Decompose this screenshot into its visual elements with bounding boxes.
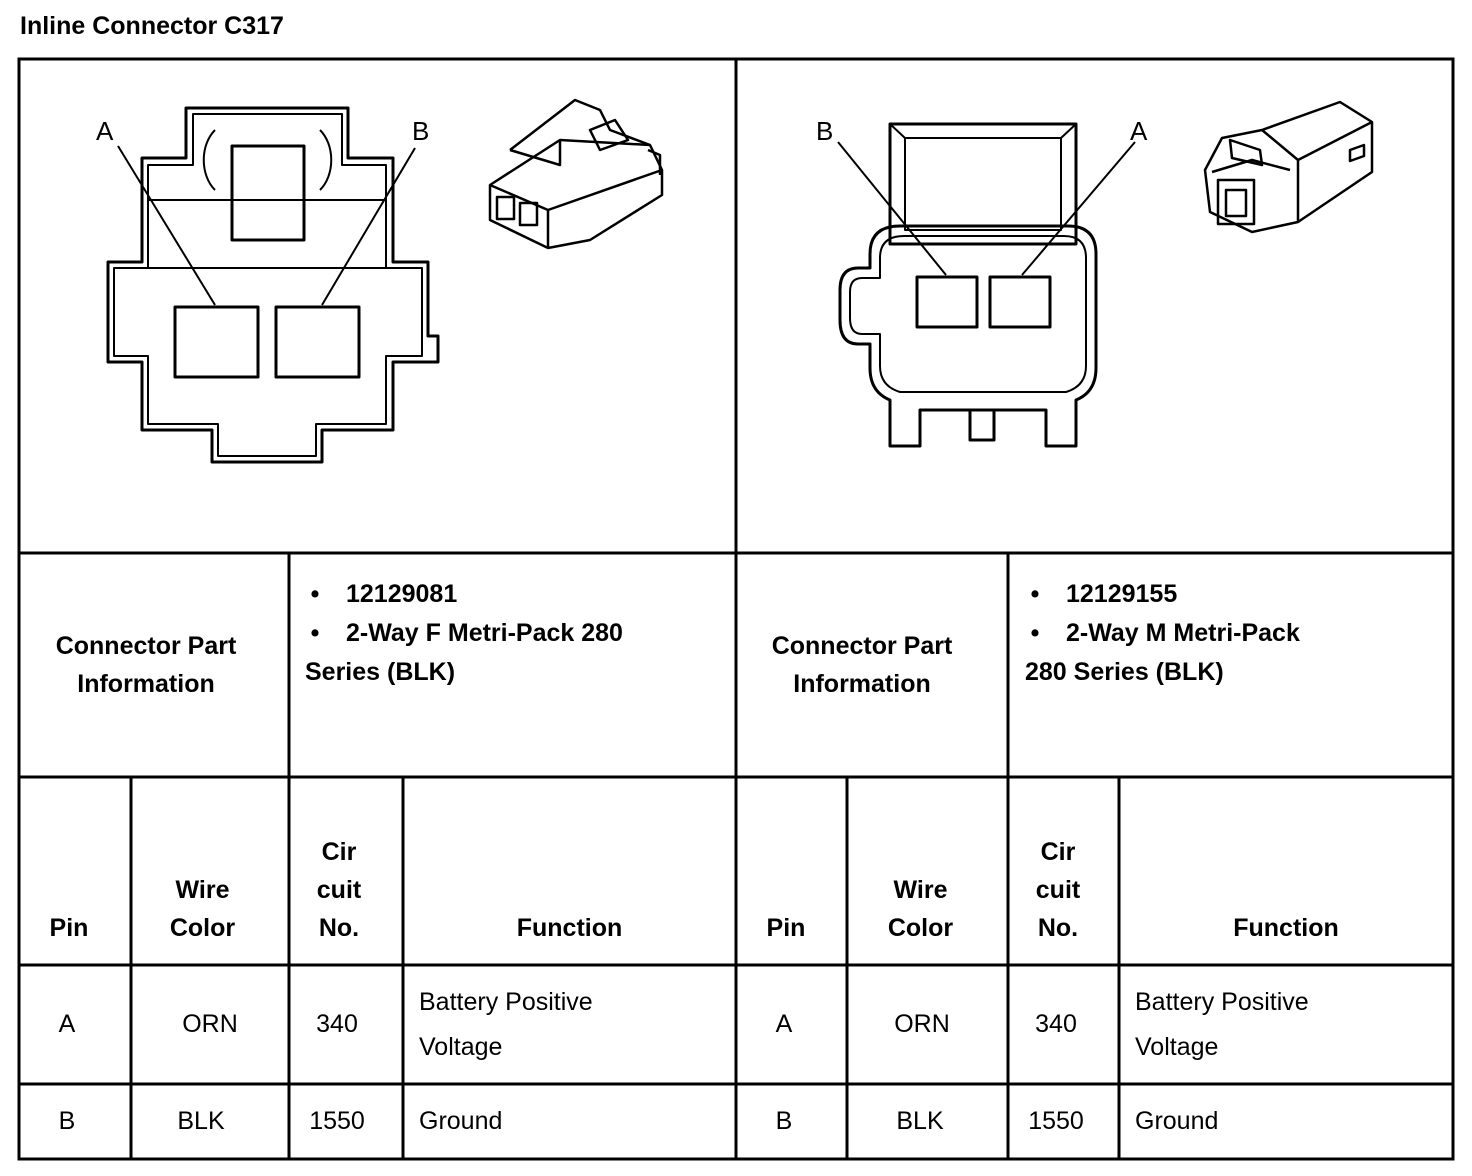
column-header-circuit-no: Cir cuit No. xyxy=(1035,838,1081,942)
column-header-wire-color: Wire Color xyxy=(169,876,236,942)
cell-function: Ground xyxy=(419,1107,503,1135)
part-number: 12129081 xyxy=(346,580,458,608)
cell-function: Battery Positive Voltage xyxy=(1135,987,1309,1061)
pin-label-left: B xyxy=(816,116,833,146)
cell-pin: A xyxy=(775,1010,793,1038)
pin-label-right: B xyxy=(412,116,429,146)
cell-pin: A xyxy=(58,1010,76,1038)
part-info-details: • 12129155 • 2-Way M Metri-Pack 280 Series… xyxy=(1015,565,1445,765)
cell-pin: B xyxy=(775,1107,793,1135)
pin-label-right: A xyxy=(1130,116,1148,146)
cell-wire-color: BLK xyxy=(177,1107,225,1135)
cell-wire-color: ORN xyxy=(894,1010,950,1038)
cell-wire-color: ORN xyxy=(182,1010,238,1038)
cell-function: Ground xyxy=(1135,1107,1219,1135)
page-title: Inline Connector C317 xyxy=(20,12,284,40)
cell-function: Battery Positive Voltage xyxy=(419,987,593,1061)
cell-circuit-no: 1550 xyxy=(309,1107,365,1135)
part-description-cont: 280 Series (BLK) xyxy=(1025,658,1224,686)
part-description-cont: Series (BLK) xyxy=(305,658,456,686)
part-info-details: • 12129081 • 2-Way F Metri-Pack 280 Series… xyxy=(295,565,725,765)
cell-circuit-no: 340 xyxy=(316,1010,358,1038)
bullet: • xyxy=(310,580,320,608)
part-description: 2-Way F Metri-Pack 280 xyxy=(346,619,623,647)
bullet: • xyxy=(1030,580,1040,608)
connector-isometric-male xyxy=(1203,100,1374,234)
cell-pin: B xyxy=(58,1107,76,1135)
pin-label-left: A xyxy=(96,116,114,146)
part-number: 12129155 xyxy=(1066,580,1178,608)
connector-isometric-female xyxy=(488,98,664,250)
column-header-pin: Pin xyxy=(766,914,806,942)
connector-face-drawing-male: B A xyxy=(816,116,1148,448)
part-info-header: Connector Part Information xyxy=(55,632,237,698)
column-header-function: Function xyxy=(516,914,623,942)
column-header-wire-color: Wire Color xyxy=(887,876,954,942)
cell-circuit-no: 1550 xyxy=(1028,1107,1084,1135)
column-header-pin: Pin xyxy=(49,914,89,942)
connector-face-drawing-female: A B xyxy=(96,106,440,464)
cell-circuit-no: 340 xyxy=(1035,1010,1077,1038)
part-info-header: Connector Part Information xyxy=(771,632,953,698)
column-header-function: Function xyxy=(1233,914,1339,942)
cell-wire-color: BLK xyxy=(896,1107,944,1135)
part-description: 2-Way M Metri-Pack xyxy=(1066,619,1300,647)
bullet: • xyxy=(310,619,320,647)
bullet: • xyxy=(1030,619,1040,647)
column-header-circuit-no: Cir cuit No. xyxy=(316,838,362,942)
